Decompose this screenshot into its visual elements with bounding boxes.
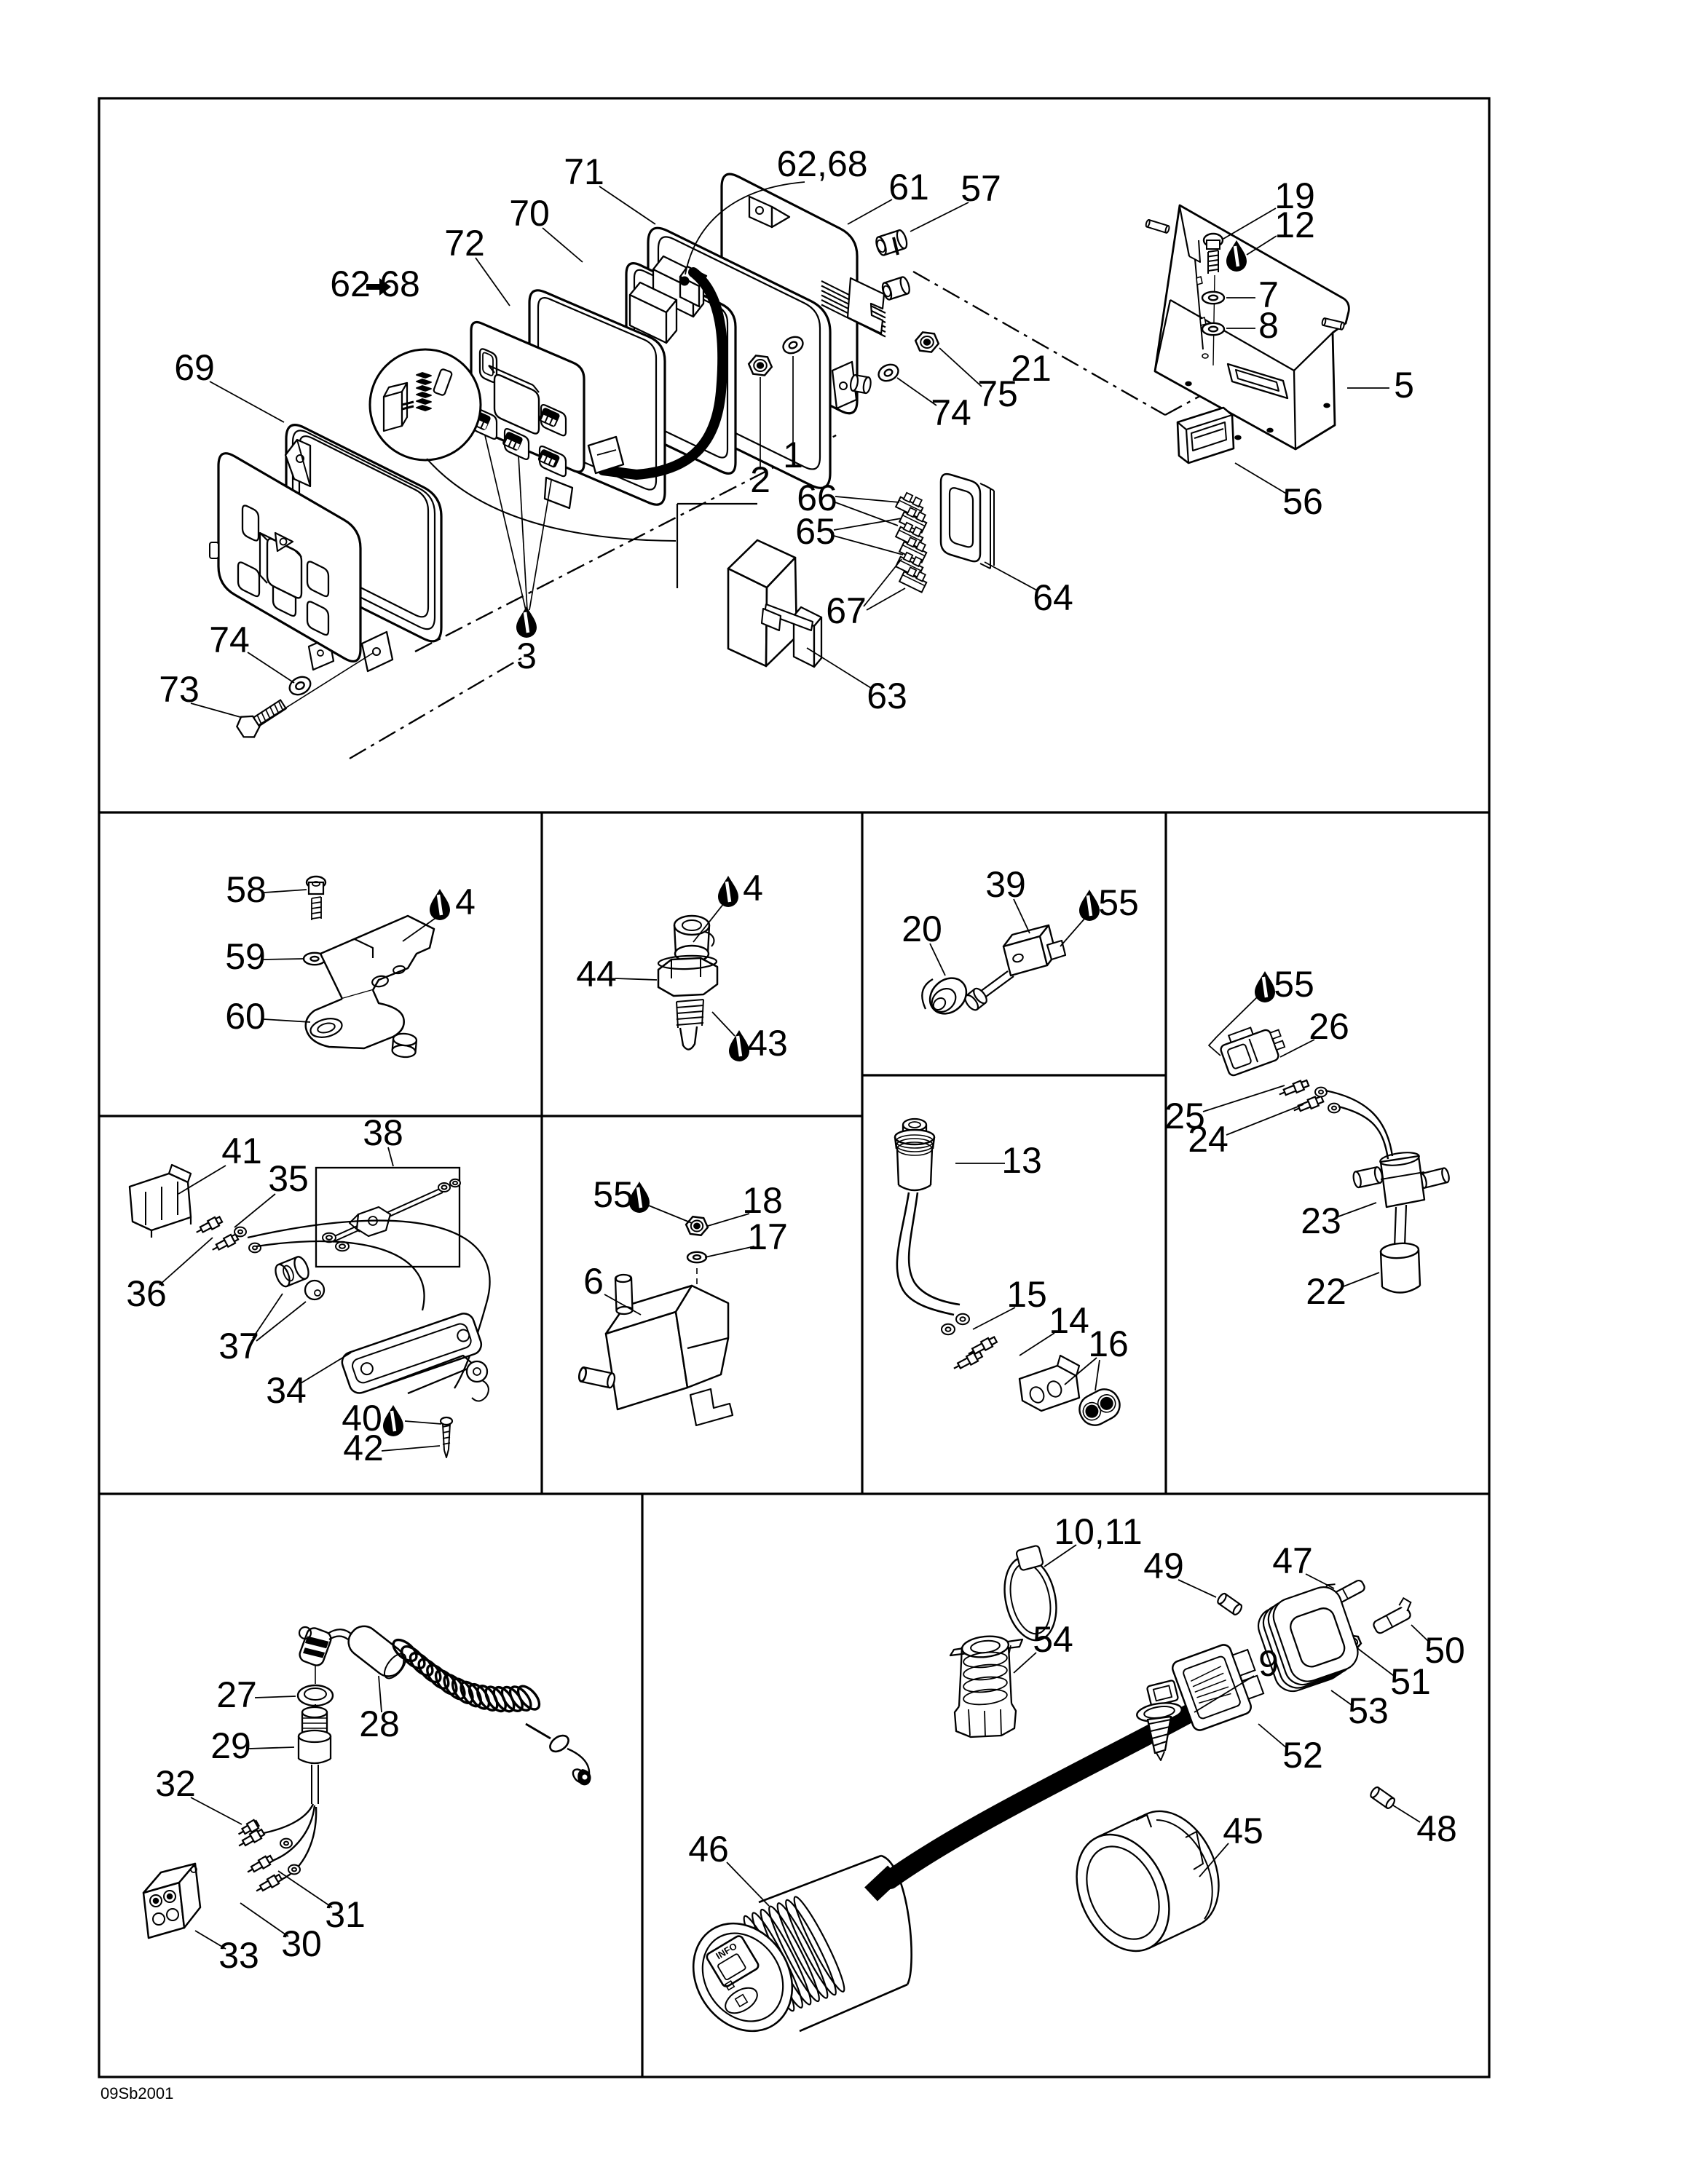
svg-text:53: 53 <box>1348 1690 1389 1731</box>
svg-text:59: 59 <box>225 936 266 977</box>
svg-text:45: 45 <box>1223 1811 1263 1851</box>
svg-text:1: 1 <box>783 435 803 475</box>
svg-text:50: 50 <box>1424 1630 1465 1671</box>
svg-text:69: 69 <box>174 347 215 388</box>
svg-text:49: 49 <box>1143 1546 1184 1586</box>
svg-text:37: 37 <box>218 1326 259 1366</box>
svg-text:63: 63 <box>867 676 907 716</box>
svg-text:55: 55 <box>593 1174 634 1215</box>
svg-text:65: 65 <box>795 511 836 552</box>
svg-text:13: 13 <box>1001 1140 1042 1181</box>
svg-text:43: 43 <box>747 1023 788 1064</box>
svg-text:7: 7 <box>1258 274 1279 315</box>
svg-text:66: 66 <box>797 478 837 518</box>
svg-text:09Sb2001: 09Sb2001 <box>100 2084 173 2102</box>
svg-text:24: 24 <box>1188 1119 1228 1160</box>
svg-text:30: 30 <box>281 1923 322 1964</box>
svg-text:55: 55 <box>1274 964 1314 1005</box>
svg-text:4: 4 <box>455 882 476 922</box>
svg-text:40: 40 <box>342 1398 382 1439</box>
svg-text:31: 31 <box>325 1894 366 1935</box>
svg-text:27: 27 <box>216 1674 257 1715</box>
svg-text:38: 38 <box>363 1112 403 1153</box>
svg-text:70: 70 <box>509 193 550 234</box>
svg-text:71: 71 <box>564 151 604 192</box>
svg-text:9: 9 <box>1258 1643 1279 1684</box>
svg-text:48: 48 <box>1416 1808 1457 1849</box>
svg-text:35: 35 <box>268 1158 309 1199</box>
svg-text:3: 3 <box>516 636 537 676</box>
svg-text:6: 6 <box>583 1261 604 1302</box>
svg-text:5: 5 <box>1394 365 1414 405</box>
svg-text:64: 64 <box>1033 577 1073 618</box>
svg-text:18: 18 <box>742 1180 783 1221</box>
svg-text:12: 12 <box>1274 205 1315 245</box>
svg-text:55: 55 <box>1098 882 1139 923</box>
svg-text:56: 56 <box>1282 481 1323 522</box>
svg-text:60: 60 <box>225 996 266 1037</box>
svg-text:21: 21 <box>1011 348 1052 389</box>
svg-text:22: 22 <box>1306 1271 1346 1312</box>
svg-text:23: 23 <box>1301 1200 1341 1241</box>
svg-text:26: 26 <box>1309 1006 1349 1047</box>
svg-text:54: 54 <box>1033 1619 1073 1660</box>
svg-text:16: 16 <box>1088 1324 1129 1364</box>
svg-text:46: 46 <box>688 1829 729 1870</box>
svg-text:51: 51 <box>1390 1661 1431 1702</box>
svg-text:10,11: 10,11 <box>1054 1511 1142 1552</box>
svg-text:62: 62 <box>330 264 371 304</box>
svg-text:61: 61 <box>888 167 929 207</box>
svg-text:4: 4 <box>743 868 763 909</box>
svg-text:28: 28 <box>359 1704 400 1744</box>
svg-text:8: 8 <box>1258 305 1279 346</box>
svg-text:62,68: 62,68 <box>776 143 867 184</box>
svg-text:75: 75 <box>977 373 1018 414</box>
svg-text:36: 36 <box>126 1273 167 1314</box>
svg-text:29: 29 <box>210 1725 251 1766</box>
svg-text:41: 41 <box>221 1131 262 1171</box>
svg-text:52: 52 <box>1282 1735 1323 1776</box>
svg-text:14: 14 <box>1049 1300 1089 1341</box>
svg-text:2: 2 <box>750 459 770 500</box>
svg-text:74: 74 <box>931 392 971 433</box>
svg-text:32: 32 <box>155 1763 196 1804</box>
svg-text:19: 19 <box>1274 175 1315 216</box>
svg-text:74: 74 <box>209 620 250 660</box>
svg-text:25: 25 <box>1164 1096 1205 1136</box>
svg-text:42: 42 <box>343 1428 384 1468</box>
svg-text:20: 20 <box>902 909 942 949</box>
svg-text:67: 67 <box>826 590 867 631</box>
svg-text:58: 58 <box>226 869 267 910</box>
svg-text:72: 72 <box>444 223 485 264</box>
svg-text:39: 39 <box>985 864 1026 905</box>
svg-text:34: 34 <box>266 1370 307 1411</box>
svg-text:33: 33 <box>218 1935 259 1976</box>
svg-text:17: 17 <box>747 1216 788 1257</box>
svg-text:44: 44 <box>576 954 617 994</box>
svg-text:47: 47 <box>1272 1540 1313 1581</box>
